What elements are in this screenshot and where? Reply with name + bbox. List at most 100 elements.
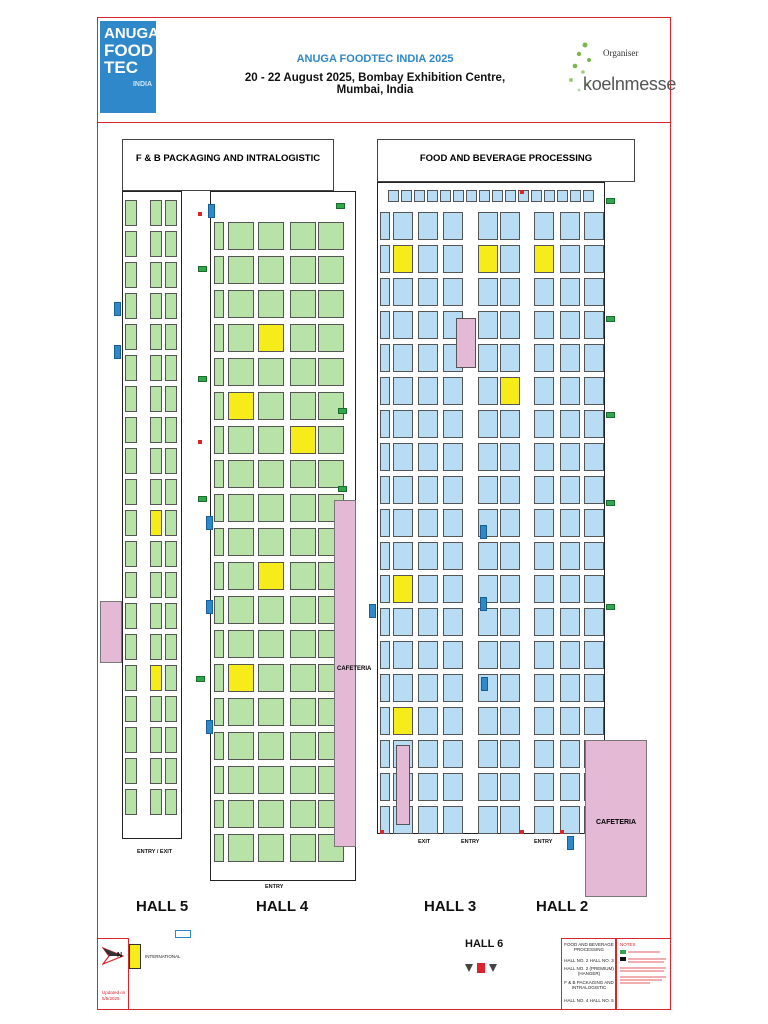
booth[interactable] bbox=[560, 575, 580, 603]
booth[interactable] bbox=[258, 460, 284, 488]
booth[interactable] bbox=[258, 358, 284, 386]
booth[interactable] bbox=[443, 278, 463, 306]
booth[interactable] bbox=[560, 344, 580, 372]
booth[interactable] bbox=[534, 410, 554, 438]
booth[interactable] bbox=[443, 806, 463, 834]
booth[interactable] bbox=[150, 355, 162, 381]
booth[interactable] bbox=[380, 443, 390, 471]
booth[interactable] bbox=[584, 278, 604, 306]
booth[interactable] bbox=[150, 510, 162, 536]
booth[interactable] bbox=[290, 664, 316, 692]
booth[interactable] bbox=[290, 800, 316, 828]
booth[interactable] bbox=[214, 800, 224, 828]
booth[interactable] bbox=[214, 324, 224, 352]
booth[interactable] bbox=[318, 222, 344, 250]
booth[interactable] bbox=[258, 732, 284, 760]
booth[interactable] bbox=[380, 575, 390, 603]
booth[interactable] bbox=[418, 608, 438, 636]
booth[interactable] bbox=[443, 377, 463, 405]
booth[interactable] bbox=[500, 245, 520, 273]
booth[interactable] bbox=[440, 190, 451, 202]
booth[interactable] bbox=[125, 231, 137, 257]
booth[interactable] bbox=[150, 572, 162, 598]
booth[interactable] bbox=[165, 696, 177, 722]
booth[interactable] bbox=[165, 634, 177, 660]
booth[interactable] bbox=[258, 494, 284, 522]
booth[interactable] bbox=[401, 190, 412, 202]
booth[interactable] bbox=[258, 528, 284, 556]
booth[interactable] bbox=[560, 377, 580, 405]
booth[interactable] bbox=[418, 806, 438, 834]
booth[interactable] bbox=[443, 410, 463, 438]
booth[interactable] bbox=[443, 773, 463, 801]
booth[interactable] bbox=[393, 443, 413, 471]
booth[interactable] bbox=[228, 834, 254, 862]
booth[interactable] bbox=[380, 410, 390, 438]
booth[interactable] bbox=[584, 542, 604, 570]
booth[interactable] bbox=[125, 262, 137, 288]
booth[interactable] bbox=[583, 190, 594, 202]
booth[interactable] bbox=[478, 212, 498, 240]
booth[interactable] bbox=[165, 231, 177, 257]
booth[interactable] bbox=[478, 575, 498, 603]
booth[interactable] bbox=[165, 293, 177, 319]
booth[interactable] bbox=[418, 773, 438, 801]
booth[interactable] bbox=[125, 510, 137, 536]
booth[interactable] bbox=[478, 806, 498, 834]
booth[interactable] bbox=[228, 222, 254, 250]
booth[interactable] bbox=[560, 674, 580, 702]
booth[interactable] bbox=[393, 377, 413, 405]
booth[interactable] bbox=[478, 443, 498, 471]
booth[interactable] bbox=[584, 212, 604, 240]
booth[interactable] bbox=[290, 392, 316, 420]
booth[interactable] bbox=[418, 443, 438, 471]
booth[interactable] bbox=[214, 732, 224, 760]
booth[interactable] bbox=[150, 324, 162, 350]
booth[interactable] bbox=[228, 766, 254, 794]
booth[interactable] bbox=[125, 696, 137, 722]
booth[interactable] bbox=[150, 231, 162, 257]
booth[interactable] bbox=[125, 386, 137, 412]
booth[interactable] bbox=[165, 603, 177, 629]
booth[interactable] bbox=[290, 562, 316, 590]
booth[interactable] bbox=[418, 641, 438, 669]
booth[interactable] bbox=[443, 641, 463, 669]
booth[interactable] bbox=[125, 355, 137, 381]
booth[interactable] bbox=[443, 575, 463, 603]
booth[interactable] bbox=[584, 674, 604, 702]
booth[interactable] bbox=[560, 806, 580, 834]
booth[interactable] bbox=[584, 608, 604, 636]
booth[interactable] bbox=[534, 707, 554, 735]
booth[interactable] bbox=[125, 758, 137, 784]
booth[interactable] bbox=[125, 448, 137, 474]
booth[interactable] bbox=[214, 290, 224, 318]
booth[interactable] bbox=[584, 509, 604, 537]
booth[interactable] bbox=[290, 732, 316, 760]
booth[interactable] bbox=[125, 324, 137, 350]
booth[interactable] bbox=[150, 293, 162, 319]
booth[interactable] bbox=[393, 278, 413, 306]
booth[interactable] bbox=[228, 732, 254, 760]
booth[interactable] bbox=[505, 190, 516, 202]
booth[interactable] bbox=[560, 740, 580, 768]
booth[interactable] bbox=[393, 608, 413, 636]
booth[interactable] bbox=[500, 377, 520, 405]
booth[interactable] bbox=[125, 603, 137, 629]
booth[interactable] bbox=[478, 740, 498, 768]
booth[interactable] bbox=[228, 358, 254, 386]
booth[interactable] bbox=[534, 773, 554, 801]
booth[interactable] bbox=[478, 344, 498, 372]
booth[interactable] bbox=[165, 355, 177, 381]
booth[interactable] bbox=[560, 509, 580, 537]
booth[interactable] bbox=[418, 212, 438, 240]
booth[interactable] bbox=[150, 789, 162, 815]
booth[interactable] bbox=[500, 410, 520, 438]
booth[interactable] bbox=[560, 212, 580, 240]
booth[interactable] bbox=[380, 212, 390, 240]
booth[interactable] bbox=[418, 344, 438, 372]
booth[interactable] bbox=[290, 596, 316, 624]
booth[interactable] bbox=[393, 245, 413, 273]
booth[interactable] bbox=[492, 190, 503, 202]
booth[interactable] bbox=[214, 256, 224, 284]
booth[interactable] bbox=[560, 278, 580, 306]
